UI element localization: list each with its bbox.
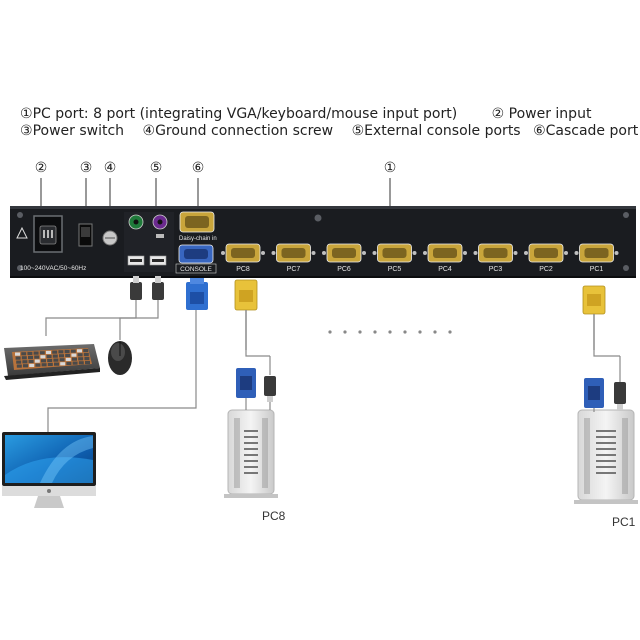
- legend-line-2: ③Power switch ④Ground connection screw ⑤…: [20, 123, 638, 139]
- console-cables: [45, 300, 197, 432]
- callout-power-input: ②: [35, 159, 48, 175]
- pc-port-pc4: PC4: [423, 243, 467, 273]
- cascade-port-icon: [179, 211, 215, 233]
- legend-item-cascade-port: ⑥Cascade port: [533, 123, 639, 139]
- pc-tower-icon: [224, 409, 278, 498]
- pc-port-pc3: PC3: [473, 243, 518, 273]
- legend-line-1: ①PC port: 8 port (integrating VGA/keyboa…: [20, 106, 591, 122]
- callouts: ② ③ ④ ⑤ ⑥ ①: [35, 159, 397, 228]
- callout-pc-ports: ①: [384, 159, 397, 175]
- pc-port-pc2: PC2: [524, 243, 568, 273]
- console-vga-connector-icon: [186, 278, 208, 310]
- pc-port-label: PC7: [287, 266, 301, 273]
- power-rating-label: 100~240VAC/50~60Hz: [20, 265, 86, 272]
- pc-port-label: PC1: [590, 266, 604, 273]
- legend-item-console-ports: ⑤External console ports: [351, 123, 521, 139]
- keyboard-icon: [4, 344, 100, 380]
- mouse-icon: [108, 341, 132, 375]
- pc-port-label: PC3: [489, 266, 503, 273]
- callout-cascade-port: ⑥: [192, 159, 205, 175]
- power-inlet-icon: [16, 215, 63, 253]
- pc-port-label: PC5: [388, 266, 402, 273]
- more-ports-dots: [328, 330, 452, 334]
- kvm-cable-pc8: [234, 279, 276, 410]
- legend-item-power-input: ② Power input: [491, 106, 592, 122]
- ground-screw-icon: [102, 230, 118, 246]
- kvm-rear-panel: 100~240VAC/50~60Hz: [10, 206, 636, 278]
- console-vga-port-icon: [178, 244, 214, 264]
- pc-port-pc7: PC7: [271, 243, 316, 273]
- pc1-label: PC1: [612, 515, 636, 529]
- callout-ground-screw: ④: [104, 159, 117, 175]
- pc-port-pc1: PC1: [574, 243, 619, 273]
- pc-port-pc6: PC6: [322, 243, 366, 273]
- pc-port-label: PC2: [539, 266, 553, 273]
- callout-power-switch: ③: [80, 159, 93, 175]
- pc8-label: PC8: [262, 509, 286, 523]
- usb-ports-icon: [127, 255, 167, 266]
- kvm-cable-pc1: [582, 285, 626, 412]
- pc-port-pc5: PC5: [372, 243, 417, 273]
- pc-port-label: PC8: [236, 266, 250, 273]
- pc-ports: PC8 PC7 PC6 PC5 PC4 PC3 PC2 PC1: [221, 243, 619, 273]
- legend-item-ground-screw: ④Ground connection screw: [142, 123, 334, 139]
- callout-console-ports: ⑤: [150, 159, 163, 175]
- daisy-chain-label: Daisy-chain in: [179, 236, 217, 242]
- power-switch-icon: [78, 223, 93, 247]
- monitor-icon: [2, 432, 96, 508]
- legend-item-power-switch: ③Power switch: [20, 123, 125, 139]
- console-label: CONSOLE: [180, 266, 212, 273]
- pc-port-label: PC4: [438, 266, 452, 273]
- legend-item-pc-port: ①PC port: 8 port (integrating VGA/keyboa…: [20, 106, 458, 122]
- pc-tower-icon: [574, 409, 638, 504]
- usb-plug-icon: [130, 276, 164, 300]
- pc-port-label: PC6: [337, 266, 351, 273]
- pc-port-pc8: PC8: [221, 243, 265, 273]
